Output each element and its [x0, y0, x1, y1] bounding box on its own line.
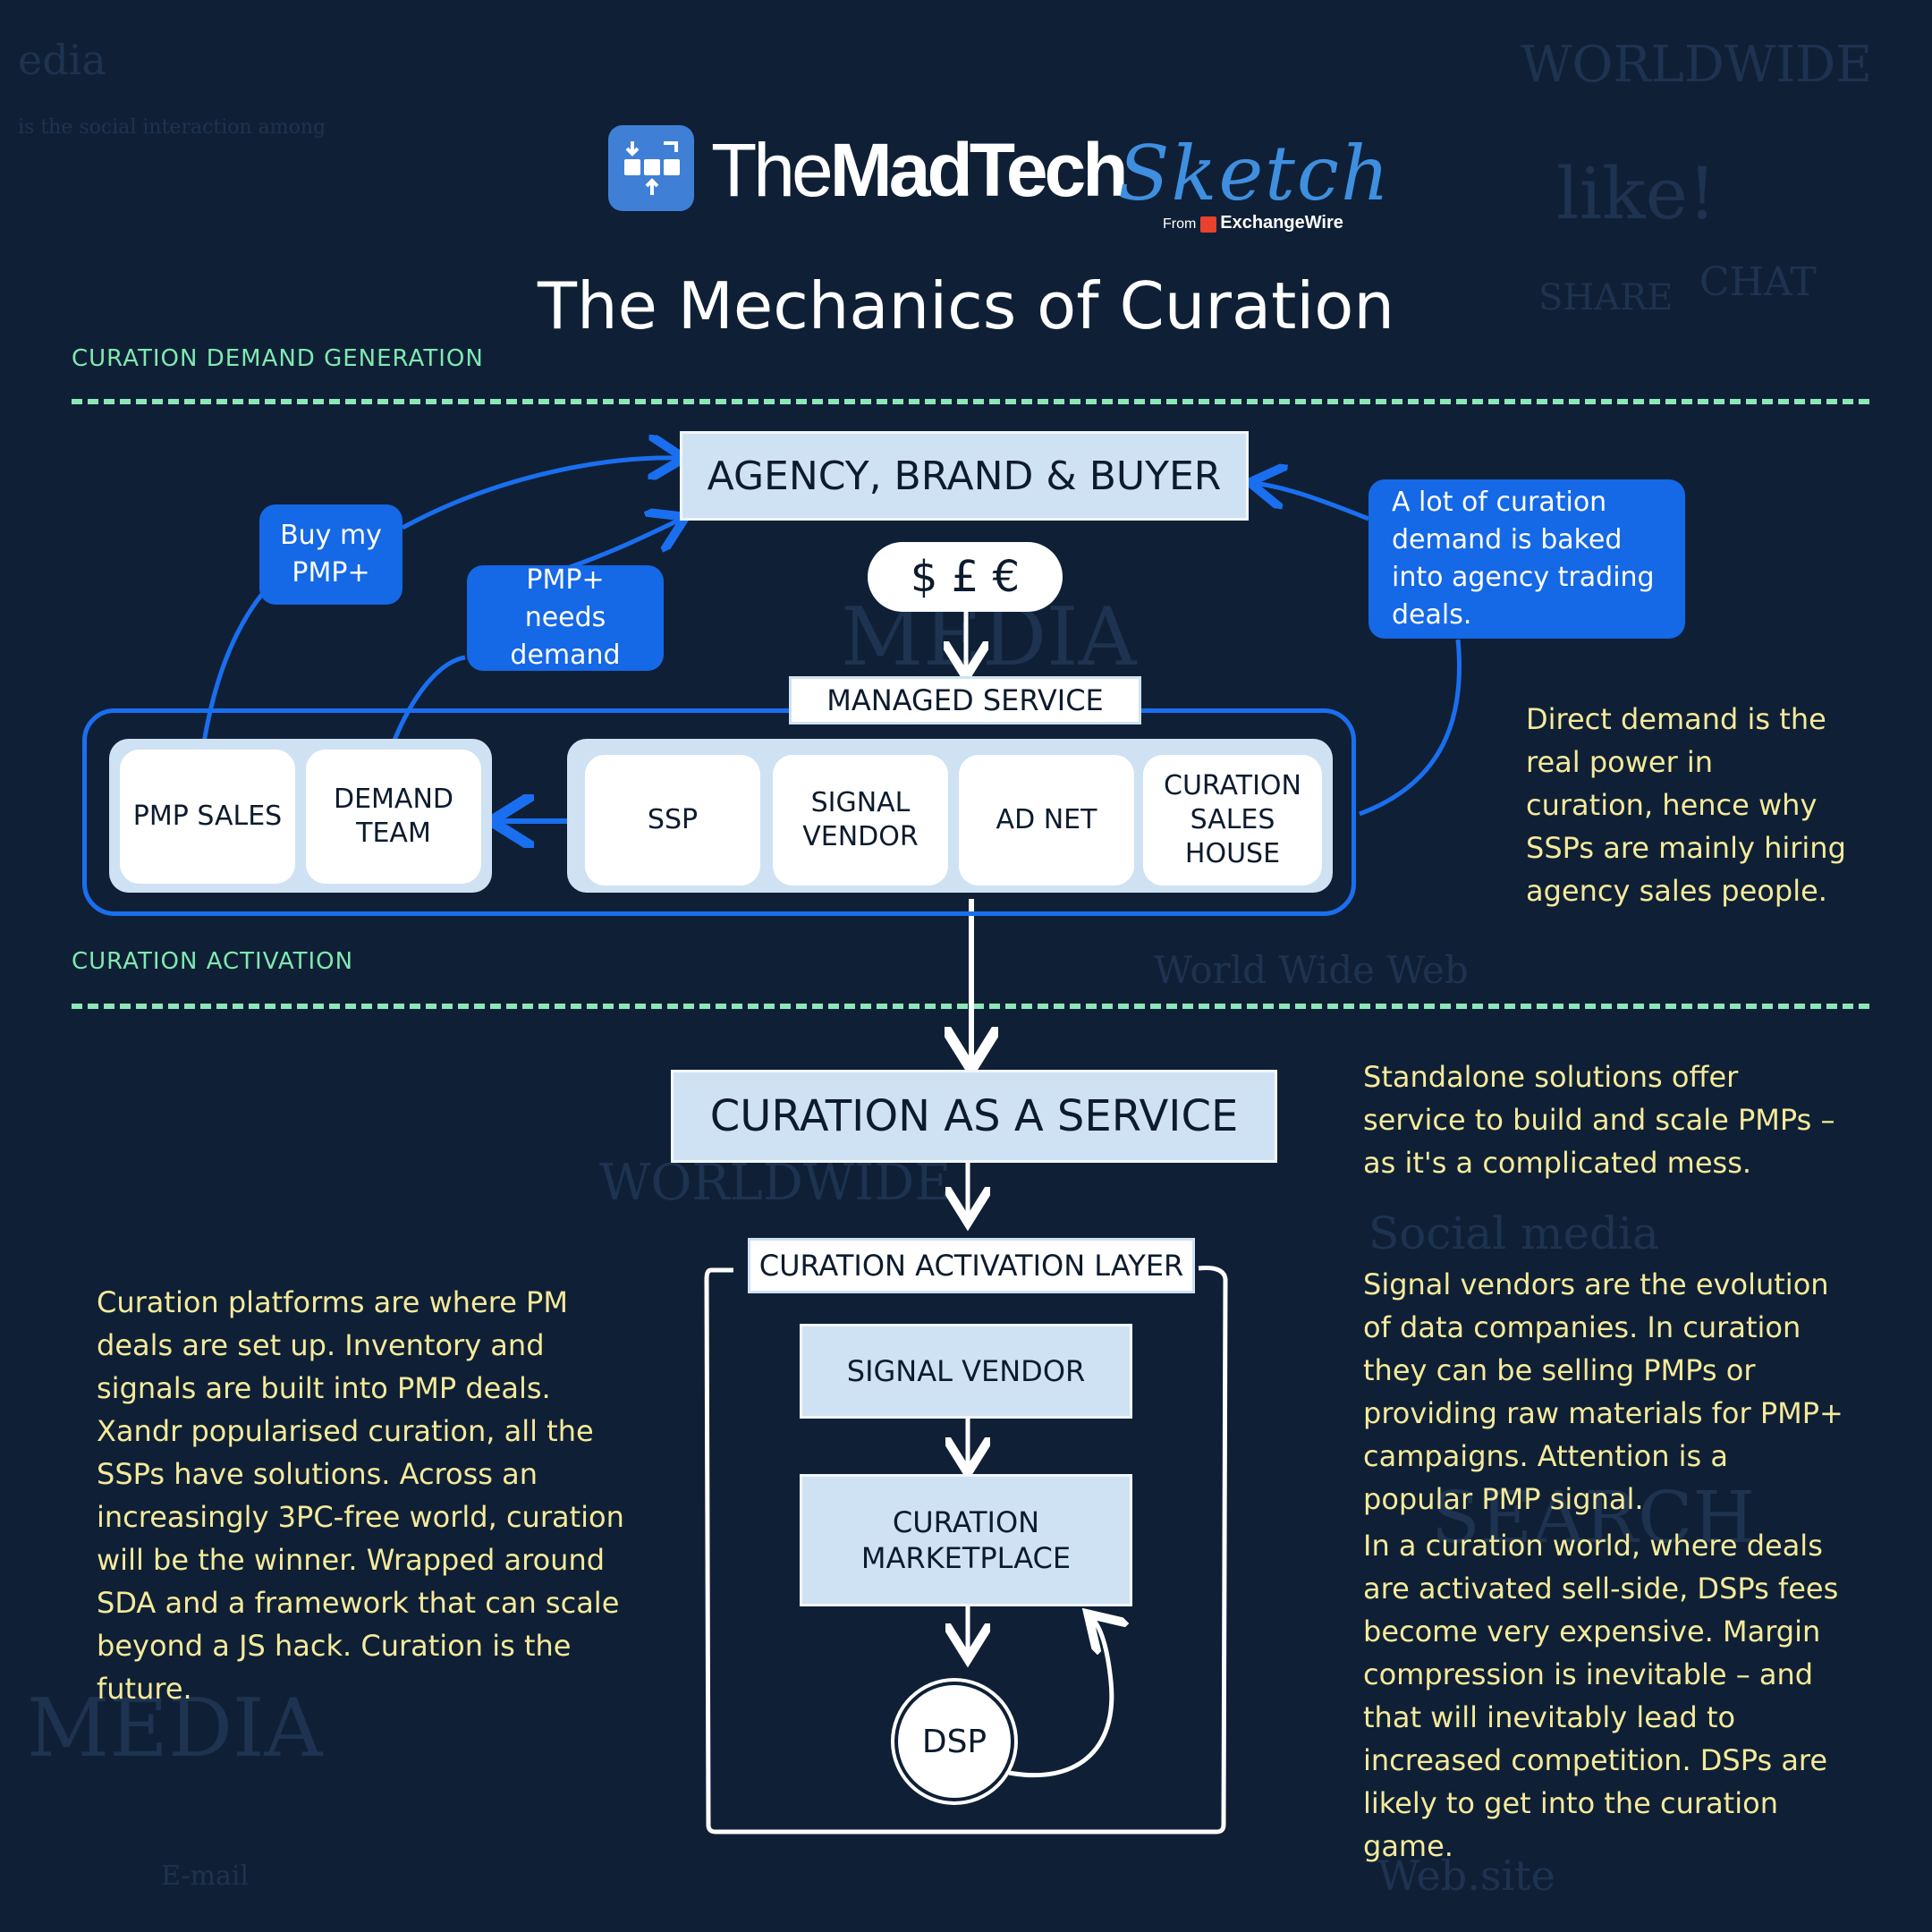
bg-doodle-media-left: MEDIA — [27, 1682, 323, 1775]
curation-sales-house-card: CURATION SALES HOUSE — [1143, 755, 1322, 886]
ssp-card: SSP — [585, 755, 760, 886]
section-divider-top — [72, 399, 1869, 404]
note-curation-platforms: Curation platforms are where PM deals ar… — [97, 1285, 624, 1706]
bg-doodle-worldwide: WORLDWIDE — [1521, 36, 1873, 94]
bg-doodle-worldwide-2: WORLDWIDE — [599, 1154, 952, 1212]
note-direct-demand: Direct demand is the real power in curat… — [1526, 702, 1846, 908]
curation-as-a-service-box: CURATION AS A SERVICE — [671, 1070, 1277, 1163]
activation-layer-label: CURATION ACTIVATION LAYER — [748, 1238, 1195, 1293]
logo-publisher: From ExchangeWire — [1163, 213, 1343, 233]
section-label-demand: CURATION DEMAND GENERATION — [72, 345, 484, 372]
bubble-buy-my-pmp: Buy my PMP+ — [259, 504, 402, 605]
signal-vendor-box: SIGNAL VENDOR — [800, 1324, 1132, 1419]
bubble-baked-in: A lot of curation demand is baked into a… — [1368, 479, 1685, 639]
bg-doodle-search: SEARCH — [1431, 1476, 1756, 1559]
ad-net-card: AD NET — [959, 755, 1134, 886]
managed-service-container — [82, 708, 1356, 916]
logo-script: Sketch — [1118, 130, 1392, 217]
curation-marketplace-box: CURATION MARKETPLACE — [800, 1474, 1132, 1606]
bubble-pmp-needs-demand: PMP+ needs demand — [467, 564, 664, 671]
note-signal-vendors: Signal vendors are the evolution of data… — [1363, 1267, 1843, 1516]
demand-team-card: DEMAND TEAM — [306, 750, 481, 884]
agency-brand-buyer-box: AGENCY, BRAND & BUYER — [680, 431, 1249, 521]
note-standalone: Standalone solutions offer service to bu… — [1363, 1060, 1835, 1180]
signal-vendor-card: SIGNAL VENDOR — [773, 755, 948, 886]
bg-doodle-website: Web.site — [1377, 1852, 1555, 1900]
exchangewire-icon — [1199, 216, 1216, 233]
currency-badge: $ £ € — [868, 542, 1063, 612]
bg-doodle-www: World Wide Web — [1154, 948, 1469, 992]
bg-doodle-email: E-mail — [161, 1860, 250, 1892]
dsp-circle: DSP — [894, 1682, 1014, 1801]
note-curation-world: In a curation world, where deals are act… — [1363, 1529, 1839, 1863]
logo-wordmark: TheMadTech — [711, 128, 1129, 212]
section-label-activation: CURATION ACTIVATION — [72, 948, 354, 975]
pmp-sales-card: PMP SALES — [120, 750, 295, 884]
bg-doodle-text: is the social interaction among — [18, 116, 326, 139]
bg-doodle-like: like! — [1556, 152, 1717, 235]
bg-doodle-chat: CHAT — [1699, 259, 1817, 305]
logo-icon — [608, 125, 694, 211]
bg-doodle-media: edia — [18, 36, 106, 84]
bg-doodle-share: SHARE — [1538, 277, 1674, 318]
page-title: The Mechanics of Curation — [537, 268, 1394, 343]
bg-doodle-social: Social media — [1368, 1208, 1659, 1259]
managed-service-label: MANAGED SERVICE — [789, 676, 1141, 724]
